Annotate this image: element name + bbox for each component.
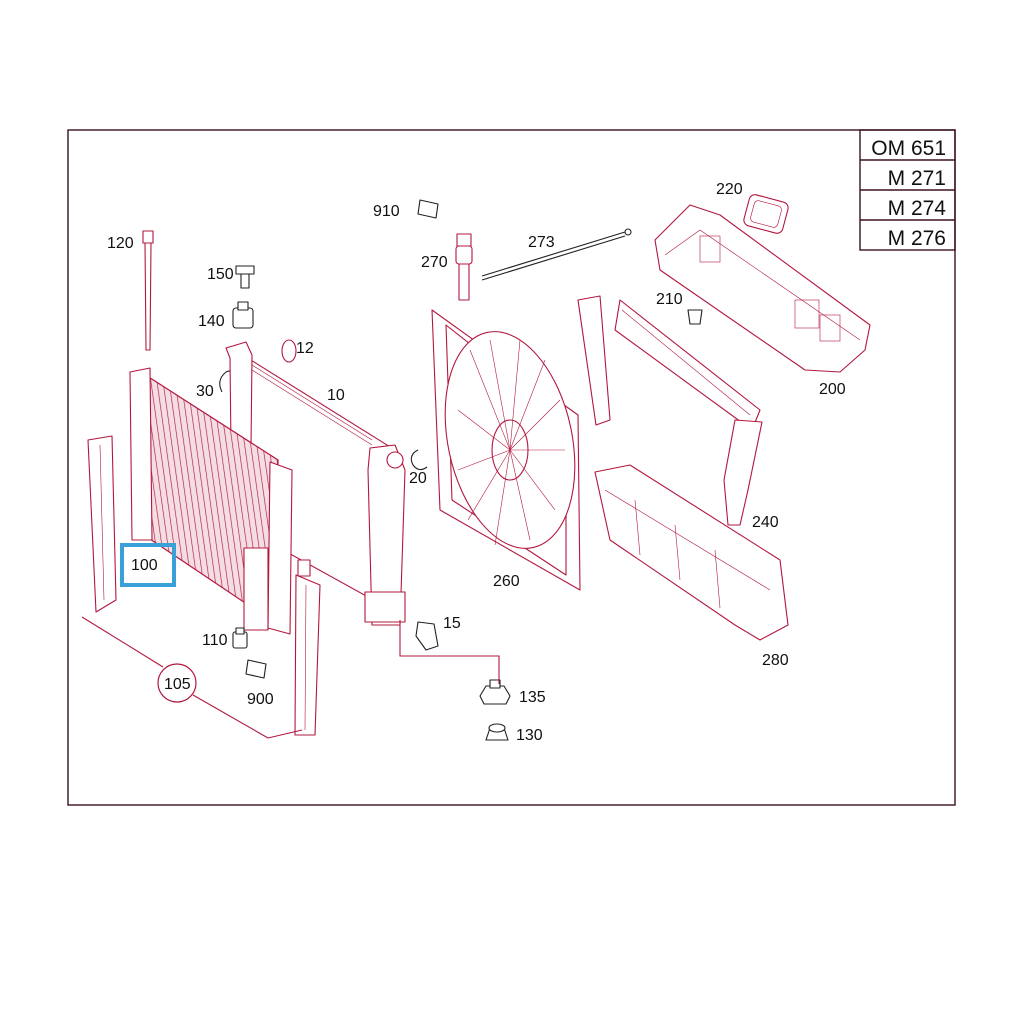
part-220-duct[interactable] [743,193,790,234]
part-240-frame[interactable] [577,295,763,526]
selected-part-highlight [120,543,176,587]
engine-code-4: M 276 [888,227,946,250]
part-130-cap[interactable] [485,723,509,741]
label-105[interactable]: 105 [164,676,191,693]
engine-code-1: OM 651 [871,137,946,160]
label-200[interactable]: 200 [819,381,846,398]
part-135-cap[interactable] [479,679,511,705]
part-900-bracket[interactable] [245,659,267,679]
engine-code-3: M 274 [888,197,947,220]
engine-code-2: M 271 [888,167,946,190]
callout-105-circle [157,663,197,703]
label-240[interactable]: 240 [752,514,779,531]
label-20[interactable]: 20 [409,470,427,487]
label-270[interactable]: 270 [421,254,448,271]
label-280[interactable]: 280 [762,652,789,669]
part-280-panel[interactable] [594,464,789,641]
part-120-rod[interactable] [142,230,154,351]
part-12-oring[interactable] [281,339,297,363]
label-140[interactable]: 140 [198,313,225,330]
part-105-brackets[interactable] [87,435,321,736]
part-273-rod[interactable] [481,228,632,281]
label-10[interactable]: 10 [327,387,345,404]
part-15-sensor[interactable] [415,621,439,651]
part-260-fan[interactable] [426,309,593,591]
part-110-plug[interactable] [232,627,248,649]
label-900[interactable]: 900 [247,691,274,708]
label-110[interactable]: 110 [202,632,228,649]
part-140-mount[interactable] [232,301,254,329]
label-30[interactable]: 30 [196,383,214,400]
label-15[interactable]: 15 [443,615,461,632]
label-100[interactable]: 100 [131,557,158,574]
part-150-bolt[interactable] [235,265,255,289]
part-270-sensor[interactable] [455,233,473,301]
part-labels: 100 105 110 120 140 150 12 30 10 20 15 1… [107,181,846,744]
label-130[interactable]: 130 [516,727,543,744]
label-135[interactable]: 135 [519,689,546,706]
part-20-clip[interactable] [410,449,428,471]
label-260[interactable]: 260 [493,573,520,590]
label-210[interactable]: 210 [656,291,683,308]
label-220[interactable]: 220 [716,181,743,198]
engine-table: OM 651 M 271 M 274 M 276 [859,129,956,251]
label-910[interactable]: 910 [373,203,400,220]
label-120[interactable]: 120 [107,235,134,252]
part-100-condenser[interactable] [129,367,293,635]
part-210-clip[interactable] [687,309,703,325]
part-910-connector[interactable] [417,199,439,219]
part-200-panel[interactable] [654,204,871,373]
leader-lines [81,616,500,739]
diagram-frame [67,129,956,806]
label-273[interactable]: 273 [528,234,555,251]
label-150[interactable]: 150 [207,266,234,283]
label-12[interactable]: 12 [296,340,314,357]
